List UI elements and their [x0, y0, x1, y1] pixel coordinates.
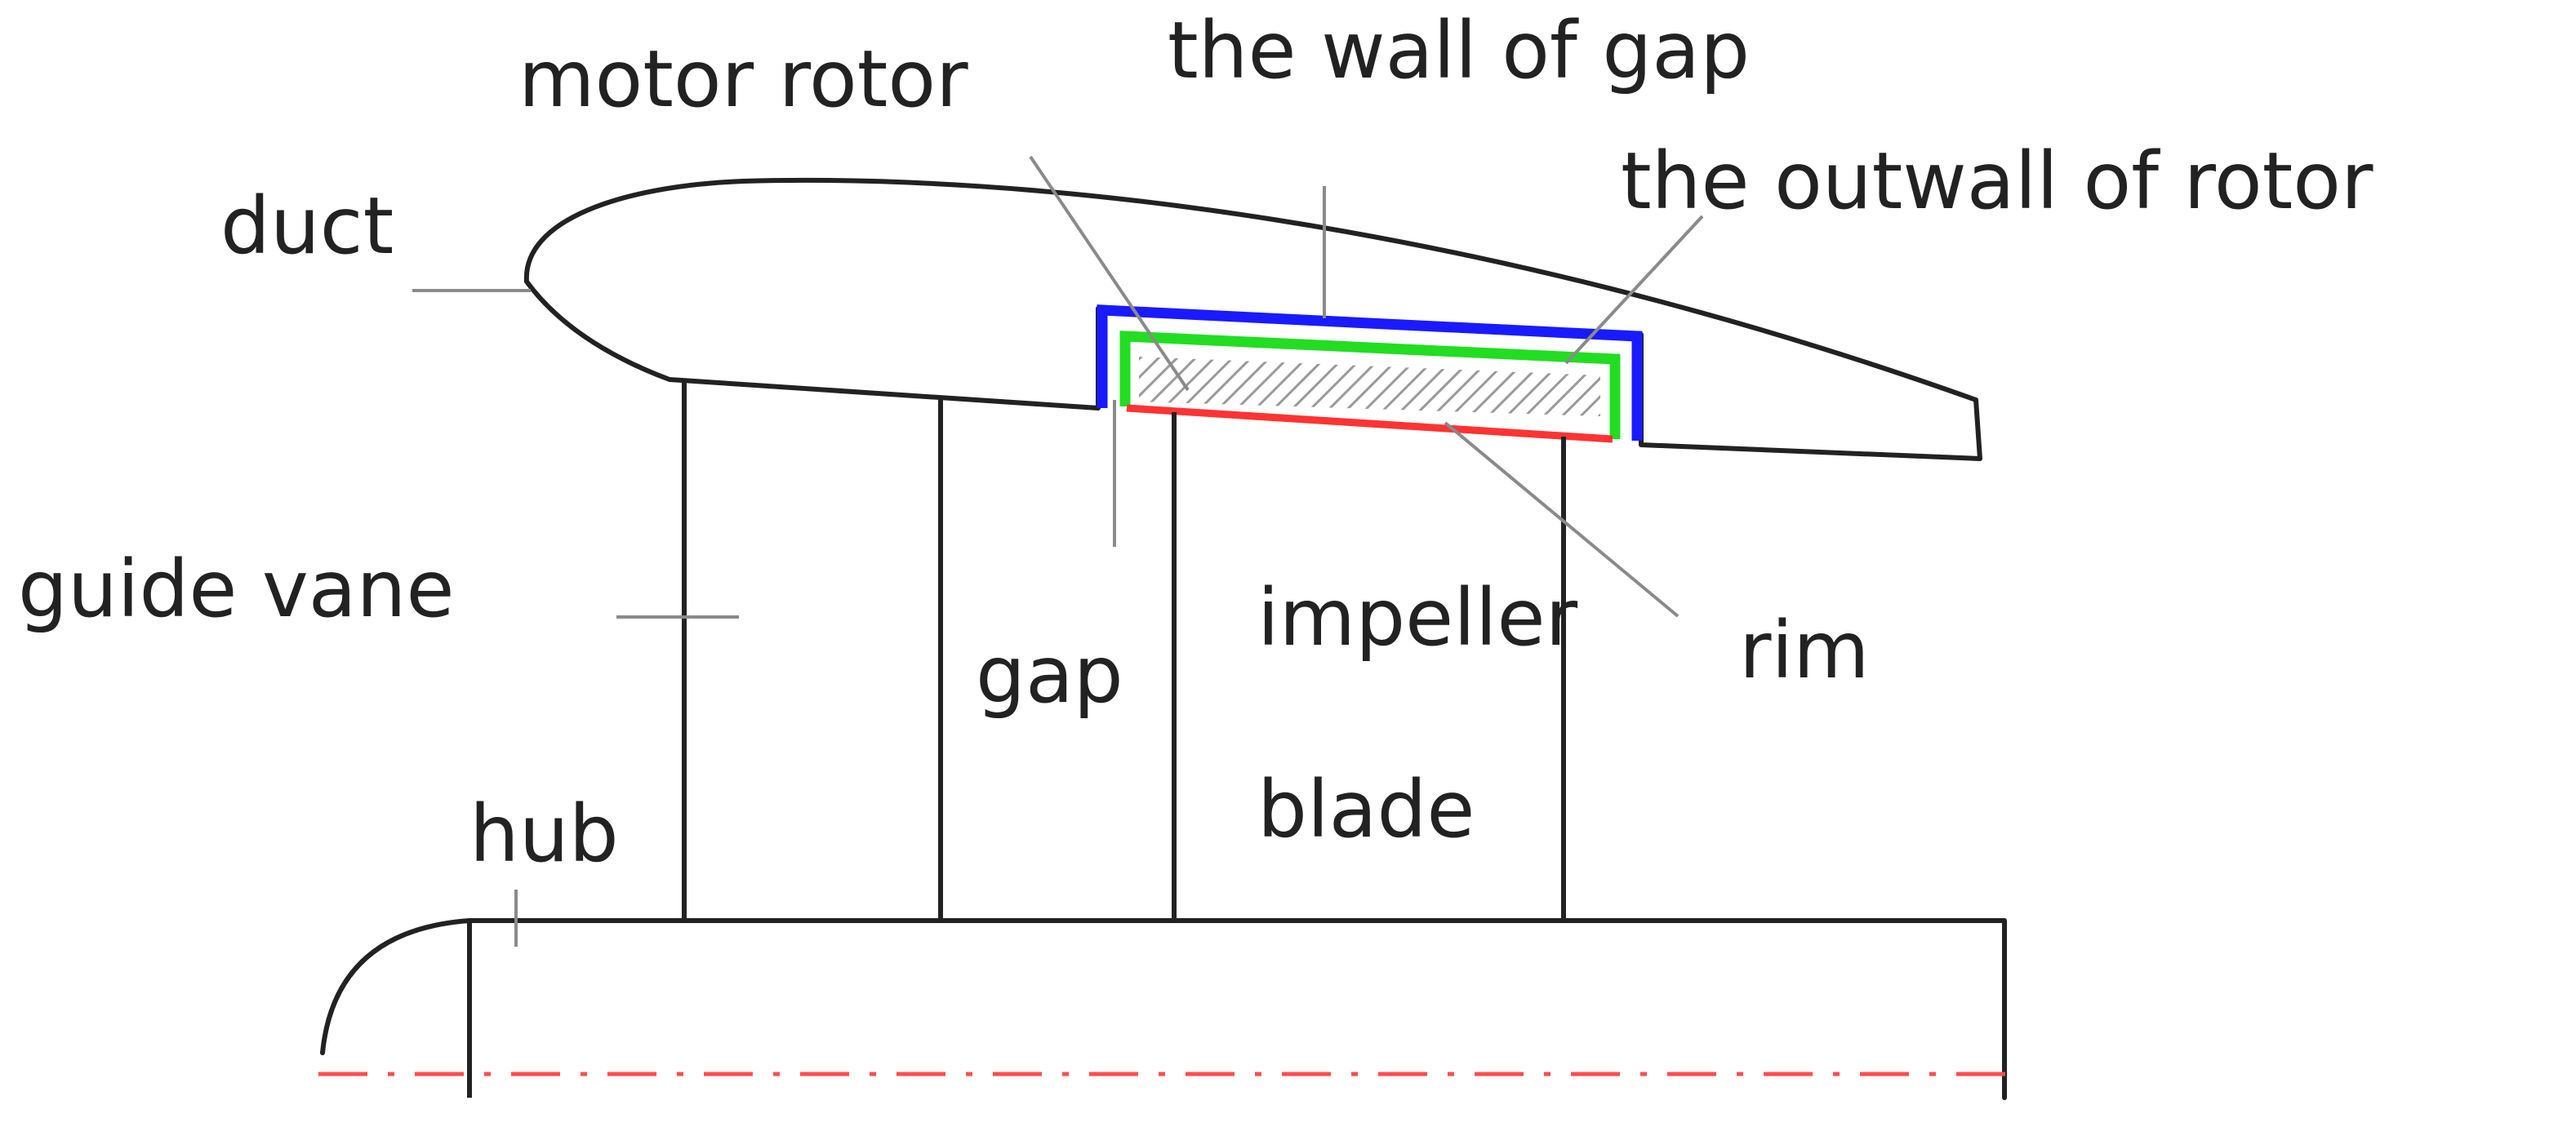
- hub-outline: [320, 918, 2007, 1100]
- gap-label: gap: [976, 629, 1123, 721]
- rim-leader: [1444, 421, 1680, 618]
- hub-label: hub: [469, 788, 619, 880]
- rim-line: [1126, 404, 1613, 443]
- rotor-outwall-leader: [1564, 215, 1704, 365]
- motor-rotor-label: motor rotor: [518, 33, 968, 125]
- outwall-of-rotor-label: the outwall of rotor: [1621, 135, 2374, 227]
- wall-of-gap-label: the wall of gap: [1168, 5, 1750, 96]
- gap-wall-line: [1097, 304, 1643, 441]
- duct-label: duct: [220, 180, 394, 272]
- guide-vane-label: guide vane: [18, 544, 455, 635]
- motor-rotor-block: [1139, 357, 1600, 416]
- impeller-label: impeller: [1257, 572, 1578, 664]
- rotor-outwall-line: [1119, 331, 1621, 439]
- motor-rotor-leader: [1029, 155, 1190, 392]
- duct-outline: [523, 177, 1982, 461]
- blade-label: blade: [1257, 764, 1475, 855]
- rim-label: rim: [1739, 605, 1870, 696]
